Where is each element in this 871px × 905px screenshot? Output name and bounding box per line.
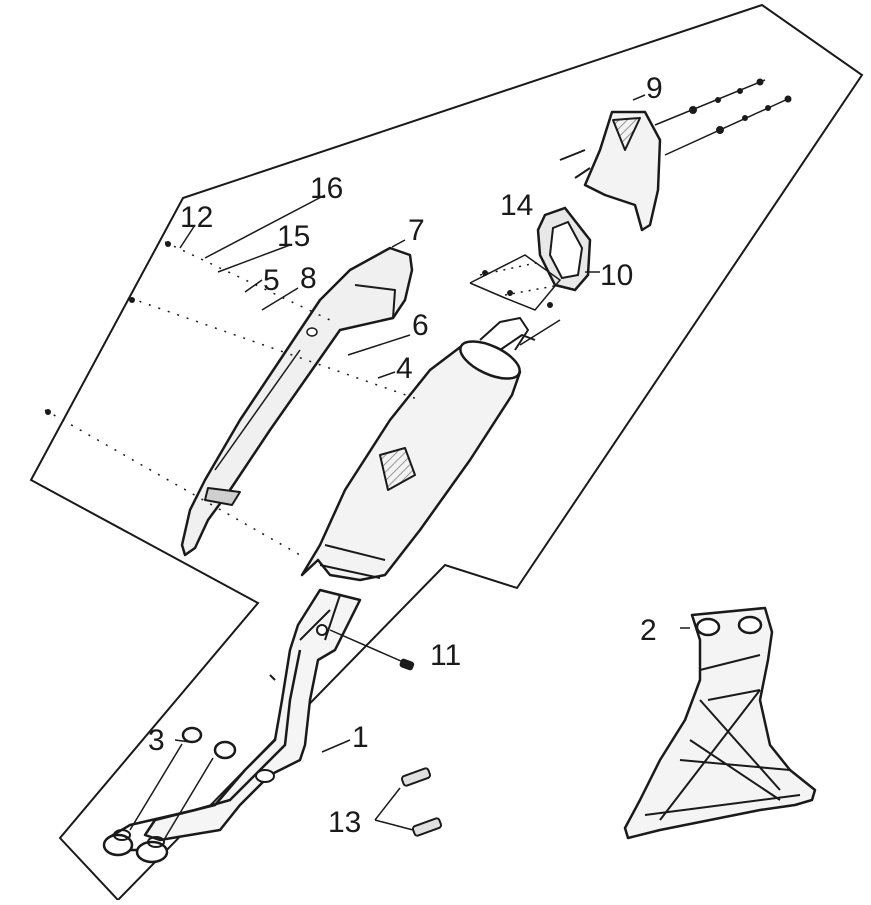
callout-label-16: 16 bbox=[310, 172, 343, 205]
callout-label-14: 14 bbox=[500, 189, 533, 222]
callout-label-3: 3 bbox=[148, 724, 165, 757]
callout-label-1: 1 bbox=[352, 721, 369, 754]
callout-label-6: 6 bbox=[412, 309, 429, 342]
exhaust-pipe-part bbox=[102, 588, 362, 864]
callout-label-2: 2 bbox=[640, 614, 657, 647]
leader-lines bbox=[174, 94, 690, 753]
bracket-part bbox=[623, 606, 817, 840]
callout-label-13: 13 bbox=[328, 806, 361, 839]
muffler-part bbox=[300, 317, 536, 582]
callout-label-7: 7 bbox=[408, 214, 425, 247]
callout-label-12: 12 bbox=[180, 201, 213, 234]
heat-shield-part bbox=[180, 246, 414, 557]
bolt-heads bbox=[45, 78, 792, 671]
callout-label-15: 15 bbox=[277, 220, 310, 253]
callout-label-8: 8 bbox=[300, 262, 317, 295]
callout-label-5: 5 bbox=[263, 264, 280, 297]
callout-label-4: 4 bbox=[396, 352, 413, 385]
end-cap-part bbox=[559, 110, 662, 232]
gasket-rings bbox=[181, 726, 237, 760]
callout-label-11: 11 bbox=[430, 639, 461, 672]
callout-label-9: 9 bbox=[646, 72, 663, 105]
bolt-pair bbox=[374, 767, 443, 837]
callout-labels: 1 2 3 4 5 6 7 8 9 10 11 12 13 14 15 16 bbox=[148, 72, 663, 839]
bolt-lines bbox=[44, 79, 791, 666]
callout-label-10: 10 bbox=[600, 259, 633, 292]
gasket-part bbox=[536, 206, 592, 292]
subassembly-outline bbox=[469, 254, 562, 311]
